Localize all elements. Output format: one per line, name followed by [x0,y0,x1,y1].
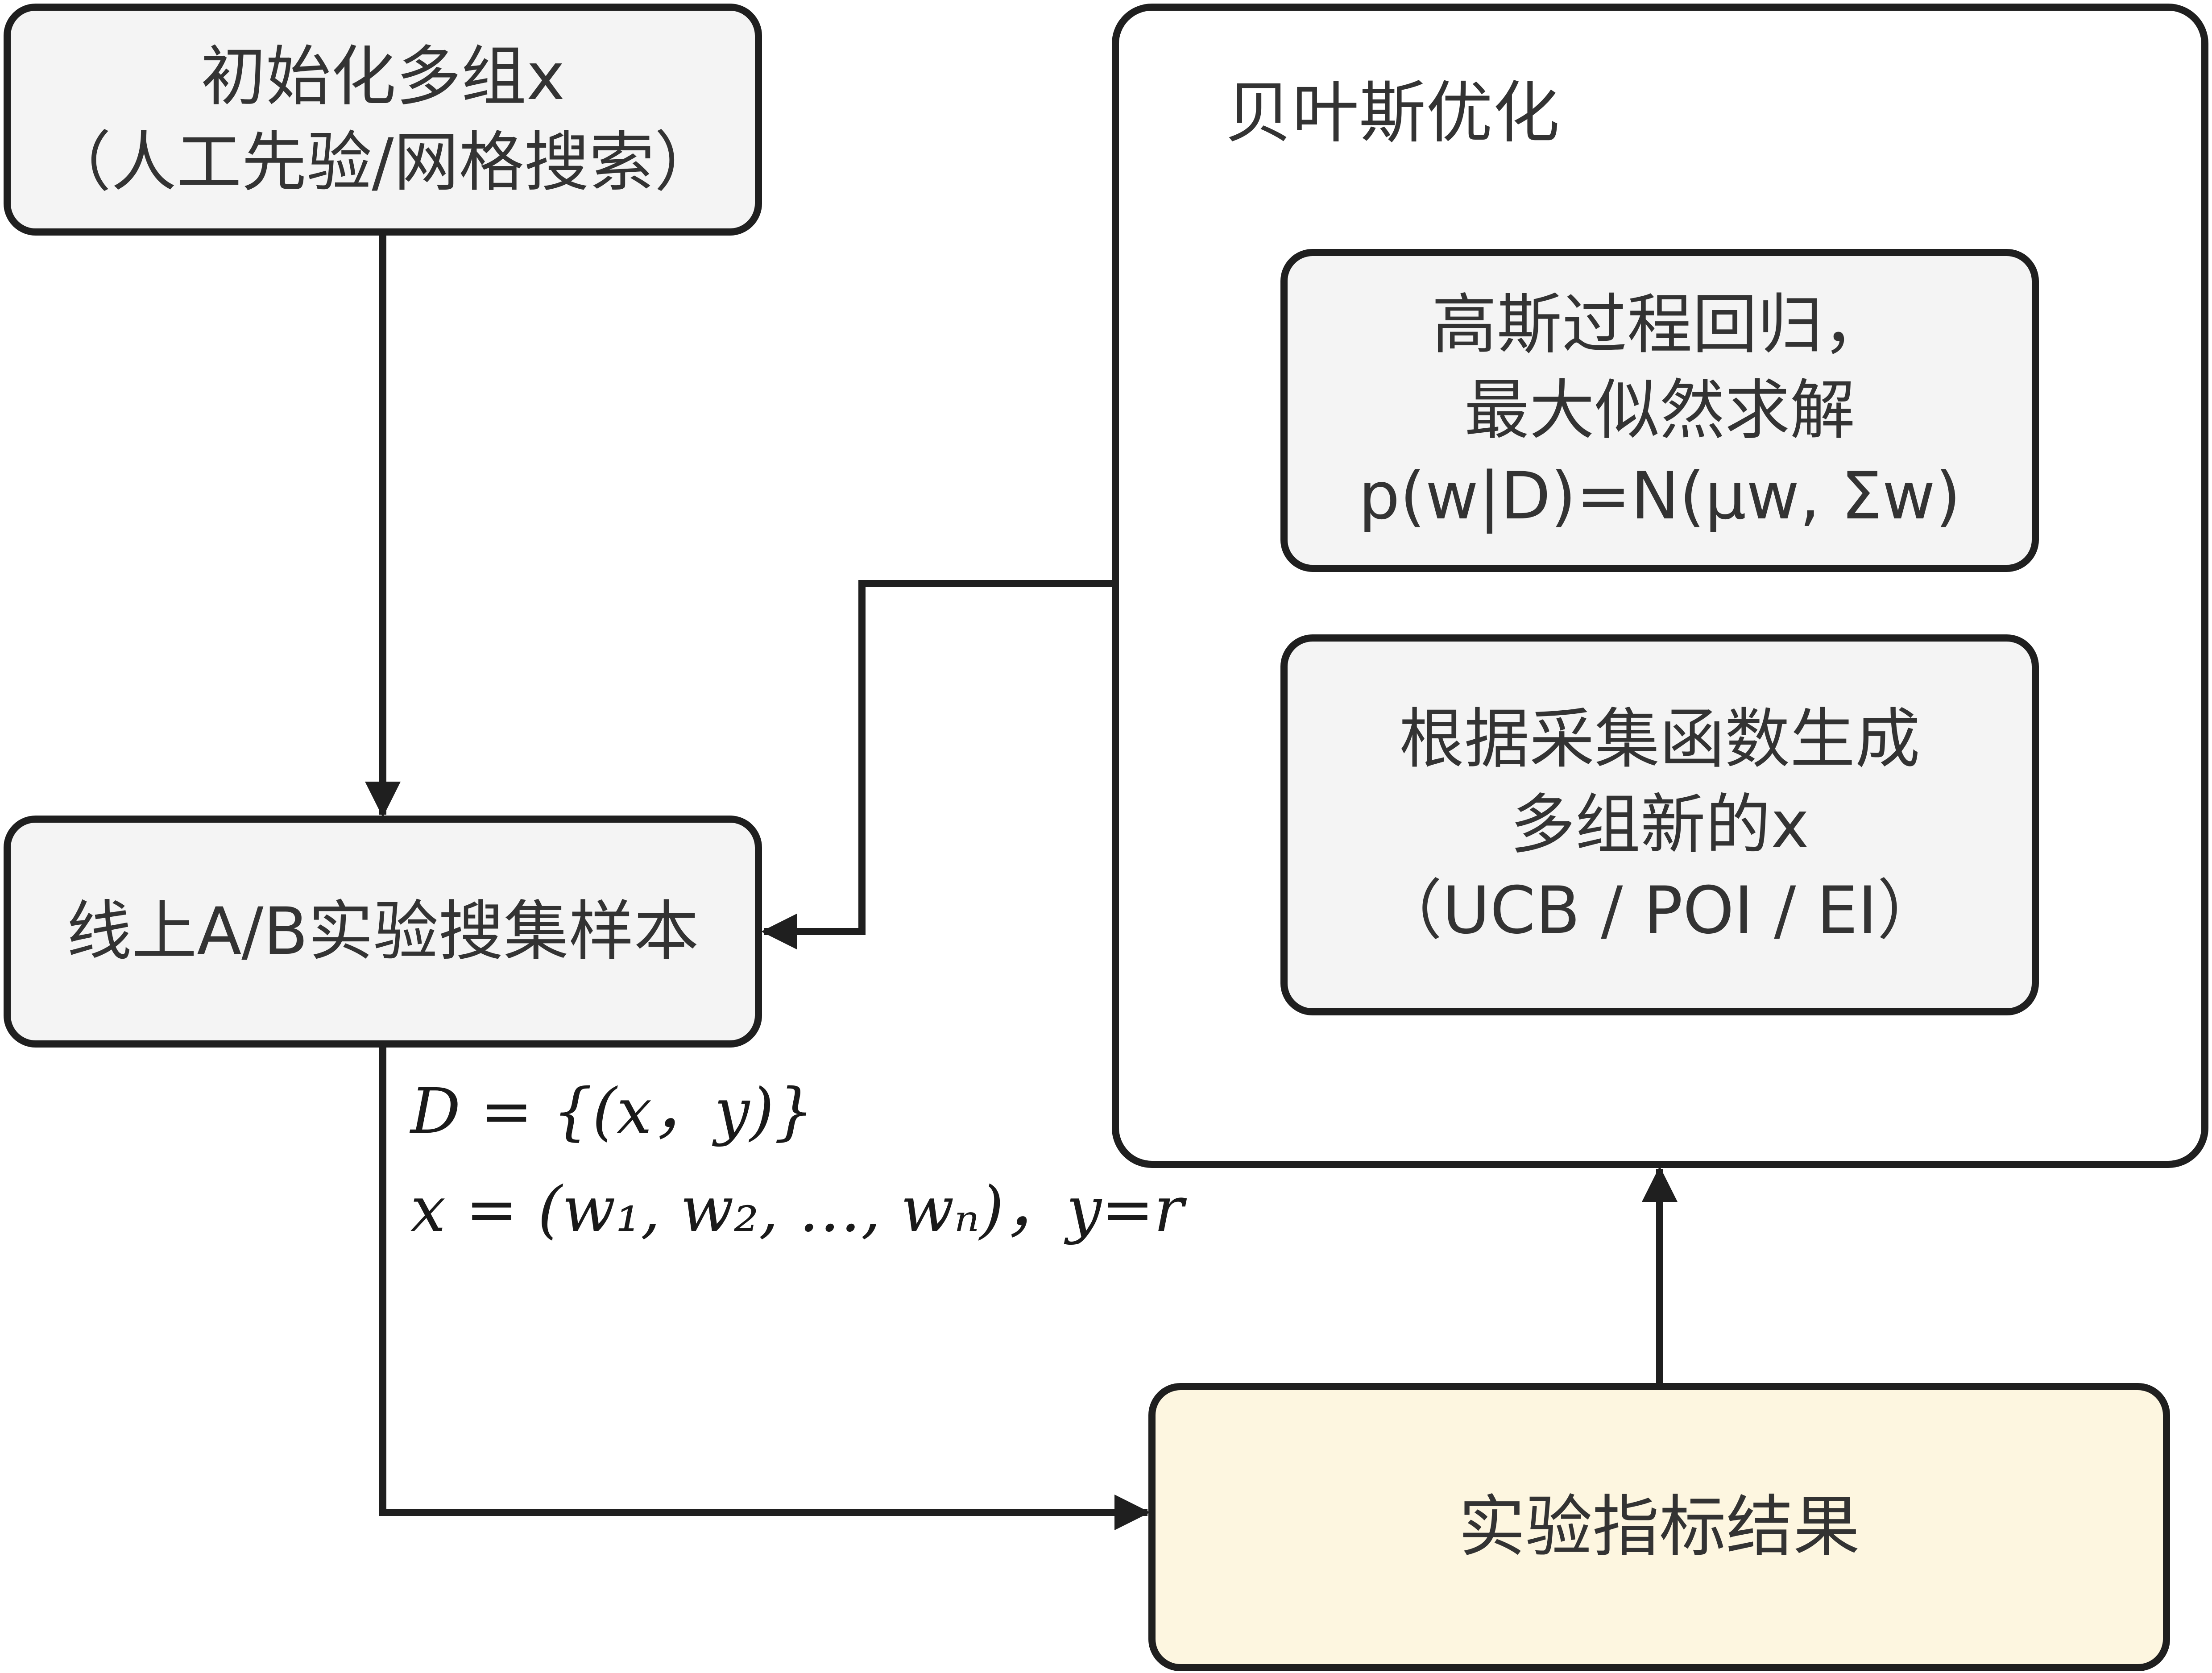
init-box: 初始化多组x （人工先验/网格搜索） [4,4,762,236]
gaussian-process-line: 最大似然求解 [1464,373,1855,448]
experiment-result-box: 实验指标结果 [1148,1383,2170,1671]
init-box-line: （人工先验/网格搜索） [46,124,720,200]
ab-test-box-label: 线上A/B实验搜集样本 [66,894,699,969]
gaussian-process-box: 高斯过程回归， 最大似然求解 p(w|D)=N(μw, Σw) [1280,249,2039,572]
init-box-line: 初始化多组x [200,39,565,115]
arrow-ab-to-result [379,1048,1150,1530]
sample-formula: x = (w₁, w₂, …, wₙ)，y=r [410,1173,1184,1246]
acquisition-function-line: （UCB / POI / EI） [1377,873,1943,948]
arrow-bayes-to-ab [761,580,1112,949]
bayes-optimization-title: 贝叶斯优化 [1225,75,1560,152]
dataset-formula: D = {(x，y)} [410,1075,814,1148]
gaussian-process-line: p(w|D)=N(μw, Σw) [1359,458,1961,534]
acquisition-function-line: 多组新的x [1510,787,1810,863]
acquisition-function-box: 根据采集函数生成 多组新的x （UCB / POI / EI） [1280,634,2039,1015]
acquisition-function-line: 根据采集函数生成 [1399,701,1920,777]
experiment-result-label: 实验指标结果 [1458,1488,1860,1566]
ab-test-box: 线上A/B实验搜集样本 [4,816,762,1048]
gaussian-process-line: 高斯过程回归， [1432,287,1888,363]
